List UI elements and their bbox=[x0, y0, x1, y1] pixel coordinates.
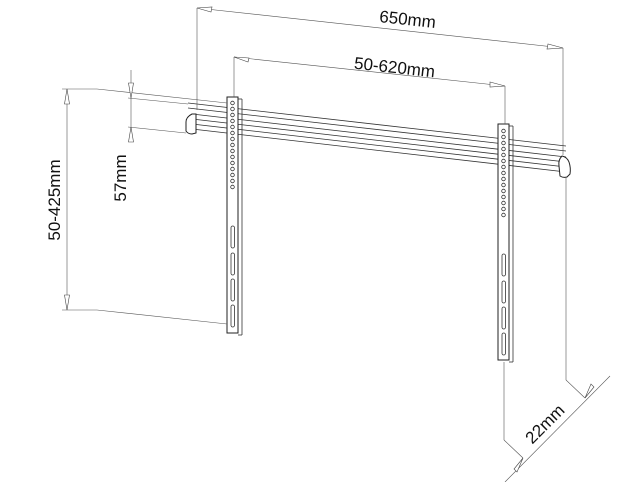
round-holes bbox=[230, 100, 235, 190]
slots bbox=[230, 225, 235, 328]
dimension-wall-depth: 22mm bbox=[503, 177, 611, 482]
dimension-overall-width: 650mm bbox=[196, 6, 564, 155]
round-holes bbox=[501, 128, 506, 218]
wall-depth-label: 22mm bbox=[522, 401, 569, 448]
dimension-vesa-vertical: 50-425mm bbox=[45, 88, 228, 325]
right-vertical-arm bbox=[497, 123, 514, 363]
dimension-rail-height: 57mm bbox=[111, 70, 189, 202]
overall-width-label: 650mm bbox=[378, 7, 436, 32]
left-vertical-arm bbox=[226, 96, 243, 336]
slots bbox=[501, 253, 506, 356]
dimension-vesa-horizontal: 50-620mm bbox=[233, 54, 506, 124]
wall-rail bbox=[185, 102, 571, 178]
vesa-horizontal-label: 50-620mm bbox=[353, 54, 436, 82]
vesa-vertical-label: 50-425mm bbox=[45, 159, 64, 240]
rail-height-label: 57mm bbox=[111, 154, 130, 201]
